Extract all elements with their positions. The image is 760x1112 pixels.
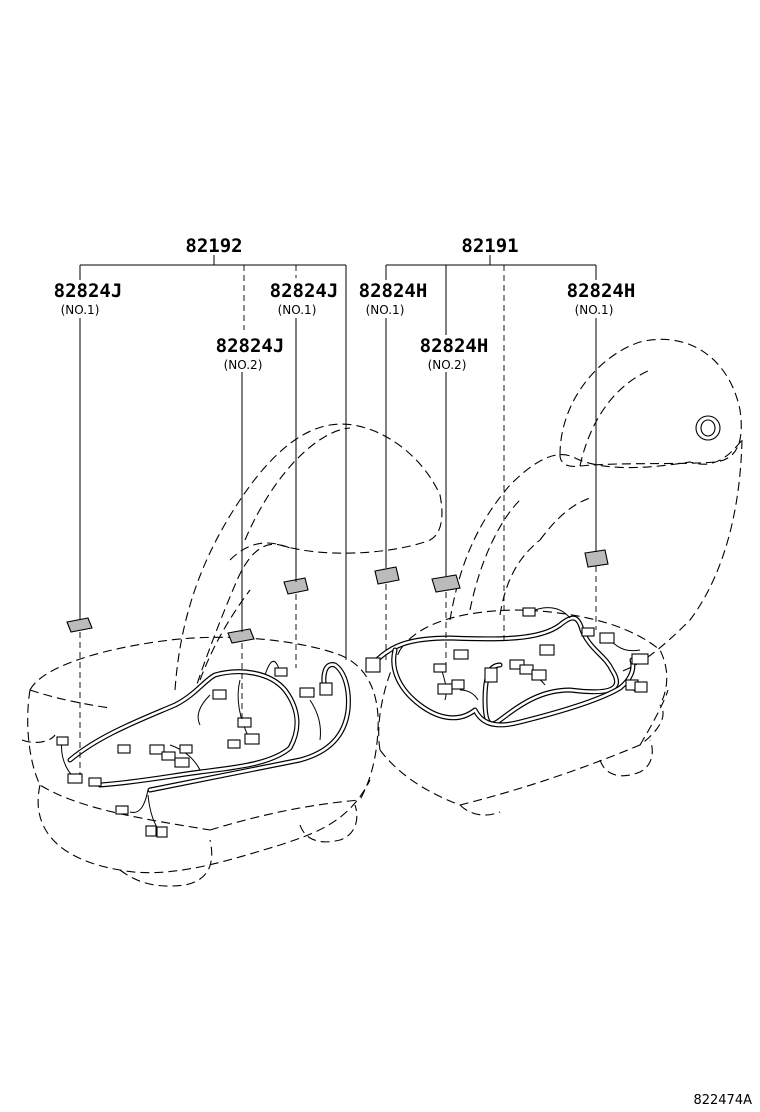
illustration-reference-code: 822474A bbox=[693, 1093, 752, 1108]
callout-number-rh1a: 82824H bbox=[359, 280, 428, 302]
leader-lines bbox=[79, 255, 597, 775]
callout-number-lj1b: 82824J bbox=[270, 280, 339, 302]
part-labels: 82192 82191 82824J (NO.1) 82824J (NO.2) … bbox=[54, 235, 752, 1108]
connector-lj2 bbox=[227, 628, 255, 644]
right-wire-harness bbox=[369, 607, 641, 728]
right-seat-outline bbox=[378, 338, 743, 816]
callout-sub-lj1a: (NO.1) bbox=[61, 303, 100, 317]
callout-sub-lj1b: (NO.1) bbox=[278, 303, 317, 317]
left-wire-harness bbox=[61, 661, 351, 833]
connector-lj1b bbox=[283, 577, 309, 595]
callout-sub-rh1b: (NO.1) bbox=[575, 303, 614, 317]
callout-number-lj1a: 82824J bbox=[54, 280, 123, 302]
left-connectors bbox=[56, 577, 333, 838]
connector-rh2 bbox=[431, 574, 461, 593]
callout-number-rh1b: 82824H bbox=[567, 280, 636, 302]
connector-rh1a bbox=[374, 566, 400, 585]
connector-lj1a bbox=[66, 617, 93, 633]
assembly-number-left: 82192 bbox=[185, 235, 242, 257]
connector-rh1b bbox=[584, 549, 609, 568]
callout-number-rh2: 82824H bbox=[420, 335, 489, 357]
assembly-number-right: 82191 bbox=[461, 235, 518, 257]
right-connectors bbox=[365, 549, 649, 695]
callout-sub-rh1a: (NO.1) bbox=[366, 303, 405, 317]
callout-sub-rh2: (NO.2) bbox=[428, 358, 467, 372]
left-seat-outline bbox=[21, 423, 443, 887]
callout-sub-lj2: (NO.2) bbox=[224, 358, 263, 372]
callout-number-lj2: 82824J bbox=[216, 335, 285, 357]
